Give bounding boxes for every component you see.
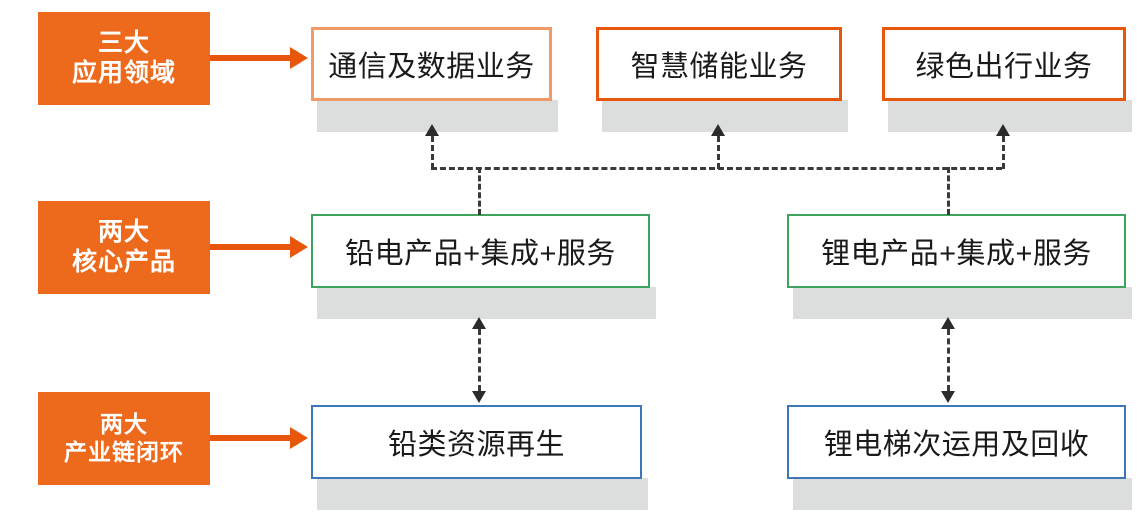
arrow-shaft xyxy=(210,244,290,250)
arrow-head xyxy=(290,47,308,69)
connector-bus-horizontal xyxy=(431,167,1002,170)
arrow-head xyxy=(290,427,308,449)
connector-arrowhead-down-lead-recycling xyxy=(472,391,486,403)
connector-arrowhead-up-communication xyxy=(425,124,439,136)
node-shadow xyxy=(888,100,1132,132)
node-label: 铅电产品+集成+服务 xyxy=(345,238,616,270)
node-shadow xyxy=(317,287,656,319)
category-label-line2: 应用领域 xyxy=(71,58,176,87)
node-shadow xyxy=(793,478,1132,510)
connector-riser-to-energy-storage xyxy=(717,136,720,169)
node-label: 智慧储能业务 xyxy=(630,51,808,83)
connector-drop-from-bus-to-lead-product xyxy=(478,167,481,215)
arrow-shaft xyxy=(210,435,290,441)
connector-arrowhead-up-green-travel xyxy=(996,124,1010,136)
node-label: 锂电产品+集成+服务 xyxy=(821,238,1092,270)
node-card[interactable]: 通信及数据业务 xyxy=(311,27,552,101)
connector-drop-from-bus-to-lithium-product xyxy=(947,167,950,215)
node-shadow xyxy=(317,478,648,510)
connector-lithium-product-to-recycling xyxy=(947,329,950,391)
node-label: 绿色出行业务 xyxy=(915,51,1093,83)
connector-arrowhead-up-energy-storage xyxy=(711,124,725,136)
arrow-head xyxy=(290,236,308,258)
connector-riser-to-green-travel xyxy=(1002,136,1005,169)
node-label: 铅类资源再生 xyxy=(387,429,565,461)
connector-arrowhead-up-lithium-product xyxy=(941,317,955,329)
connector-arrowhead-up-lead-product xyxy=(472,317,486,329)
node-card[interactable]: 绿色出行业务 xyxy=(882,27,1126,101)
connector-lead-product-to-recycling xyxy=(478,329,481,391)
node-card[interactable]: 锂电产品+集成+服务 xyxy=(787,214,1126,288)
node-card[interactable]: 锂电梯次运用及回收 xyxy=(787,405,1126,479)
node-shadow xyxy=(602,100,848,132)
node-card[interactable]: 铅类资源再生 xyxy=(311,405,642,479)
connector-riser-to-communication xyxy=(431,136,434,169)
category-label-line1: 两大 xyxy=(97,218,150,246)
node-card[interactable]: 铅电产品+集成+服务 xyxy=(311,214,650,288)
node-label: 通信及数据业务 xyxy=(328,51,535,83)
category-label-line1: 两大 xyxy=(100,411,148,438)
category-label-industry-chain-closed-loop: 两大 产业链闭环 xyxy=(38,392,210,485)
category-label-core-products: 两大 核心产品 xyxy=(38,201,210,294)
connector-arrowhead-down-lithium-recycling xyxy=(941,391,955,403)
node-label: 锂电梯次运用及回收 xyxy=(823,429,1090,461)
category-label-application-domains: 三大 应用领域 xyxy=(38,12,210,105)
category-label-line2: 产业链闭环 xyxy=(64,438,184,465)
node-card[interactable]: 智慧储能业务 xyxy=(596,27,842,101)
category-label-line1: 三大 xyxy=(97,29,150,57)
category-label-line2: 核心产品 xyxy=(71,247,176,276)
node-shadow xyxy=(793,287,1132,319)
arrow-shaft xyxy=(210,55,290,61)
